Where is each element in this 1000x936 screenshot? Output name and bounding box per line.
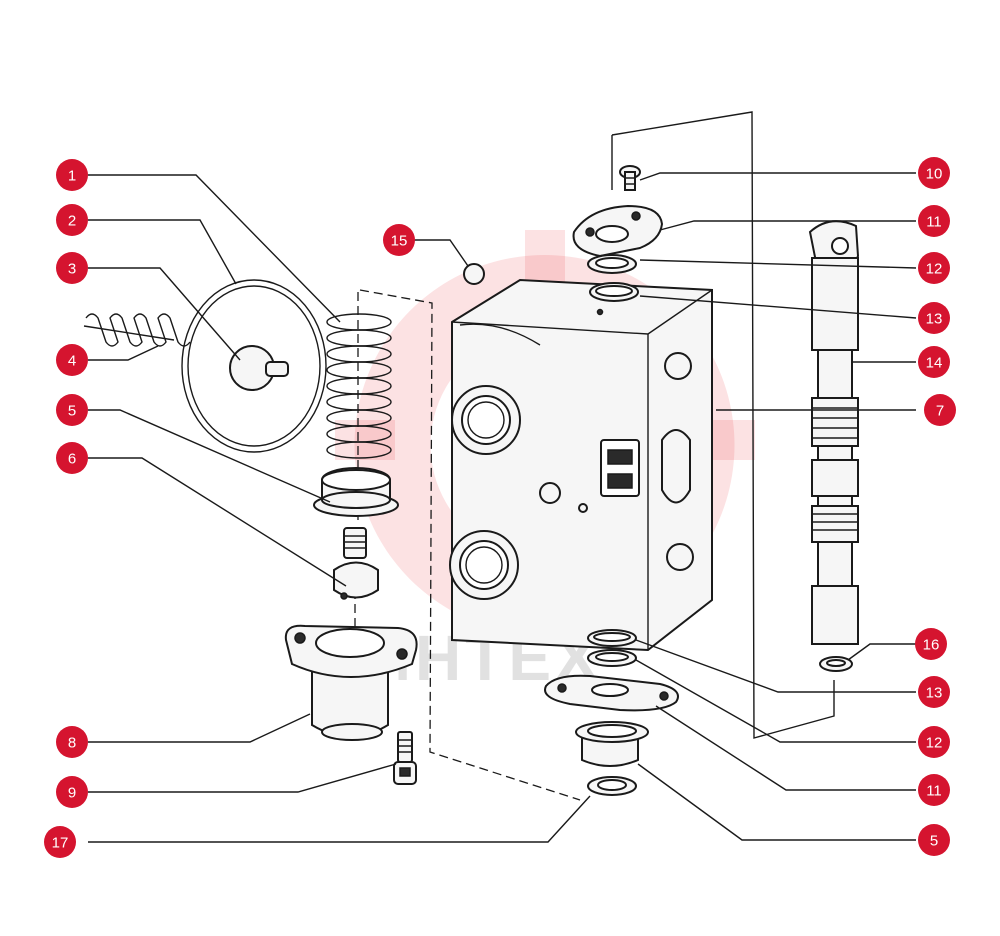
callout-6-label: 6: [68, 451, 76, 468]
callout-1: 1: [56, 159, 88, 191]
callout-3: 3: [56, 252, 88, 284]
callout-5-right-label: 5: [930, 833, 938, 850]
snap-ring-hole: [826, 659, 846, 667]
callout-7-circle: [924, 394, 956, 426]
callout-12-bottom-circle: [918, 726, 950, 758]
flange-plate-part-top: [572, 204, 664, 258]
callout-4-label: 4: [68, 353, 76, 370]
flange-plate-part-bottom: [544, 674, 679, 712]
callout-16: 16: [915, 628, 947, 660]
callout-2: 2: [56, 204, 88, 236]
callout-9-circle: [56, 776, 88, 808]
callout-13-bottom-label: 13: [926, 685, 943, 702]
callout-12-top-label: 12: [926, 261, 943, 278]
callout-2-circle: [56, 204, 88, 236]
callout-13-top-circle: [918, 302, 950, 334]
callout-12-bottom-label: 12: [926, 735, 943, 752]
callout-13-bottom-circle: [918, 676, 950, 708]
callout-16-label: 16: [923, 637, 940, 654]
callout-11-bottom: 11: [918, 774, 950, 806]
callout-11-bottom-label: 11: [926, 783, 942, 800]
callout-6-circle: [56, 442, 88, 474]
spring-seat-part-right: [575, 721, 649, 767]
callout-13-bottom: 13: [918, 676, 950, 708]
callout-7-label: 7: [936, 403, 944, 420]
callout-1-circle: [56, 159, 88, 191]
callout-2-label: 2: [68, 213, 76, 230]
callout-7: 7: [924, 394, 956, 426]
callout-16-circle: [915, 628, 947, 660]
callout-3-label: 3: [68, 261, 76, 278]
callout-12-top: 12: [918, 252, 950, 284]
callout-14-circle: [918, 346, 950, 378]
plunger-part: [229, 345, 289, 391]
valve-body-part: [449, 278, 713, 652]
callout-17-label: 17: [52, 835, 69, 852]
valve-poppet-part: [333, 527, 379, 600]
leader-lines: [88, 172, 917, 843]
callout-14: 14: [918, 346, 950, 378]
callout-8-circle: [56, 726, 88, 758]
small-spring-part: [83, 313, 191, 347]
callout-17-circle: [44, 826, 76, 858]
callout-11-top-label: 11: [926, 214, 942, 231]
callout-15: 15: [383, 224, 415, 256]
callout-5-left-label: 5: [68, 403, 76, 420]
o-ring-inner-edge: [187, 285, 321, 447]
o-ring-hole-bottom: [593, 632, 631, 642]
seal-ring-hole-bottom: [595, 652, 629, 662]
callout-8-label: 8: [68, 735, 76, 752]
callout-13-top: 13: [918, 302, 950, 334]
callout-10-circle: [918, 157, 950, 189]
screw-part-left: [393, 731, 417, 785]
callout-11-top-circle: [918, 205, 950, 237]
callout-5-left-circle: [56, 394, 88, 426]
callout-12-bottom: 12: [918, 726, 950, 758]
o-ring-hole-top: [595, 285, 633, 297]
callout-11-top: 11: [918, 205, 950, 237]
callout-9-label: 9: [68, 785, 76, 802]
callout-5-left: 5: [56, 394, 88, 426]
screw-part-top: [619, 165, 641, 191]
callout-10-label: 10: [926, 166, 943, 183]
callout-8: 8: [56, 726, 88, 758]
callout-10: 10: [918, 157, 950, 189]
o-ring-part: [181, 279, 327, 453]
callout-14-label: 14: [926, 355, 943, 372]
callout-1-label: 1: [68, 168, 76, 185]
washer-hole: [597, 779, 627, 791]
callout-4: 4: [56, 344, 88, 376]
flange-cap-part: [284, 624, 418, 741]
callout-6: 6: [56, 442, 88, 474]
callout-5-right: 5: [918, 824, 950, 856]
callout-4-circle: [56, 344, 88, 376]
callout-13-top-label: 13: [926, 311, 943, 328]
spool-part: [808, 220, 860, 645]
callout-12-top-circle: [918, 252, 950, 284]
large-spring-part: [326, 313, 392, 459]
callout-3-circle: [56, 252, 88, 284]
callout-9: 9: [56, 776, 88, 808]
callout-15-circle: [383, 224, 415, 256]
callout-5-right-circle: [918, 824, 950, 856]
seal-ring-hole-top: [595, 257, 629, 269]
ball-part: [463, 263, 485, 285]
callout-17: 17: [44, 826, 76, 858]
callout-15-label: 15: [391, 233, 408, 250]
callout-11-bottom-circle: [918, 774, 950, 806]
spring-seat-part-left: [313, 467, 399, 517]
